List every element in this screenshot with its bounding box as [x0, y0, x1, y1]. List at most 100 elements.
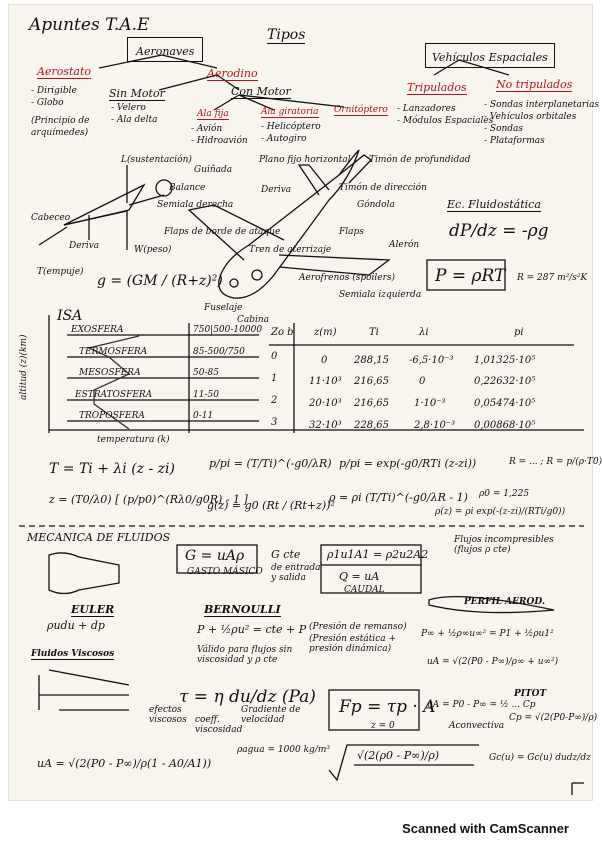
aleron-label: Alerón	[389, 240, 420, 250]
sin-motor-list: - Velero - Ala delta	[111, 102, 157, 126]
sin-motor-item: - Ala delta	[111, 115, 158, 125]
no-tripulados-item: - Plataformas	[484, 136, 545, 146]
tripulados-item: - Lanzadores	[397, 104, 456, 114]
aeronaves-box: Aeronaves	[127, 37, 204, 62]
caudal-label: CAUDAL	[344, 585, 385, 595]
cabina-label: Cabina	[237, 315, 270, 325]
vehiculos-label: Vehículos Espaciales	[432, 51, 548, 64]
ua-eq: uA = √(2(P0 - P∞)/ρ∞ + u∞²)	[427, 657, 559, 667]
g-formula: g(z) = g0 (Rt / (Rt+z))²	[207, 499, 335, 512]
pressure-ratio-formula: p/pi = (T/Ti)^(-g0/λR)	[209, 457, 332, 470]
no-tripulados-item: - Sondas	[484, 124, 524, 134]
no-tripulados-heading: No tripulados	[496, 78, 573, 92]
presion-remanso: (Presión de remanso)	[309, 622, 407, 632]
table-cell: 0	[271, 351, 278, 362]
timon-profundidad-label: Timón de profundidad	[369, 155, 471, 165]
tripulados-item: - Módulos Espaciales	[397, 116, 494, 126]
table-cell: 1·10⁻³	[414, 398, 446, 409]
bernoulli-eq: P + ½ρu² = cte + P	[197, 623, 307, 636]
cp-val: Cp = √(2(P0-P∞)/ρ)	[509, 713, 598, 723]
fp-z0: z = 0	[371, 721, 395, 731]
tipos-heading: Tipos	[267, 27, 306, 44]
aerostato-heading: Aerostato	[37, 65, 92, 79]
g-cte: G cte	[271, 548, 301, 561]
ornitoptero-heading: Ornitóptero	[334, 105, 388, 116]
viscosos-heading: Fluidos Viscosos	[31, 649, 115, 660]
g-cte-sub: de entrada y salida	[271, 563, 321, 583]
empuje-label: T(empuje)	[37, 267, 84, 277]
isa-title: ISA	[57, 308, 83, 324]
z-formula: z = (T0/λ0) [ (p/p0)^(Rλ0/g0R) - 1 ]	[49, 493, 248, 506]
table-cell: 1	[271, 373, 278, 384]
table-cell: -6,5·10⁻³	[409, 355, 454, 366]
table-cell: 0	[419, 376, 426, 387]
fluidostatica-title: Ec. Fluidostática	[447, 198, 541, 212]
r-value: R = 287 m²/s²K	[517, 273, 588, 283]
table-cell: 216,65	[354, 398, 389, 409]
aerostato-item: (Principio de	[31, 116, 90, 126]
tau-eq: τ = η du/dz (Pa)	[179, 687, 316, 707]
pagua-value: ρagua = 1000 kg/m³	[237, 745, 330, 755]
isa-layer-name: TERMOSFERA	[79, 347, 148, 357]
bernoulli-heading: BERNOULLI	[204, 603, 281, 617]
isa-layer-range: 50-85	[193, 368, 219, 378]
con-motor-heading: Con Motor	[231, 85, 291, 99]
isa-layer-name: MESOSFERA	[79, 368, 141, 378]
scanner-footer: Scanned with CamScanner	[402, 821, 569, 836]
isa-layer-name: TROPOSFERA	[79, 411, 145, 421]
mecanica-title: MECANICA DE FLUIDOS	[27, 531, 171, 544]
isa-layer-range: 750|500-10000	[193, 325, 263, 335]
table-cell: 228,65	[354, 420, 389, 431]
ala-fija-list: - Avión - Hidroavión	[191, 123, 248, 147]
isa-ylabel: altitud (z)(km)	[19, 334, 29, 400]
flaps-label: Flaps	[339, 227, 364, 237]
gravity-formula: g = (GM / (R+z)²)	[97, 273, 223, 289]
table-cell: 1,01325·10⁵	[474, 355, 536, 366]
table-cell: 216,65	[354, 376, 389, 387]
table-cell: 0,00868·10⁵	[474, 420, 536, 431]
caudal-eq: Q = uA	[339, 570, 380, 583]
ala-fija-heading: Ala fija	[197, 109, 229, 120]
table-cell: 32·10³	[309, 420, 342, 431]
vehiculos-box: Vehículos Espaciales	[425, 43, 555, 68]
page-title: Apuntes T.A.E	[29, 15, 150, 35]
isa-layer-name: ESTRATOSFERA	[75, 390, 153, 400]
notes-sketch-lines	[19, 54, 584, 795]
perfil-label: PERFIL AEROD.	[464, 597, 545, 607]
table-cell: 2,8·10⁻³	[414, 420, 456, 431]
sustentacion-label: L(sustentación)	[121, 155, 192, 165]
presiones-note: (Presión estática + presión dinámica)	[309, 634, 396, 654]
plano-fijo-label: Plano fijo horizontal	[259, 155, 351, 165]
table-cell: 0,05474·10⁵	[474, 398, 536, 409]
tripulados-heading: Tripulados	[407, 81, 467, 95]
ala-giratoria-item: - Helicóptero	[261, 122, 321, 132]
fp-eq: Fp = τp · A	[339, 697, 436, 717]
aerofrenos-label: Aerofrenos (spoilers)	[299, 273, 396, 283]
table-cell: 288,15	[354, 355, 389, 366]
guinada-label: Guiñada	[194, 165, 233, 175]
no-tripulados-item: - Vehículos orbitales	[484, 112, 577, 122]
temp-formula: T = Ti + λi (z - zi)	[49, 461, 175, 477]
no-tripulados-item: - Sondas interplanetarias	[484, 100, 600, 110]
table-header: Ti	[369, 327, 379, 338]
bernoulli-note: Válido para flujos sin viscosidad y ρ ct…	[197, 645, 293, 665]
aeronaves-label: Aeronaves	[136, 45, 195, 58]
aerostato-item: - Dirigible	[31, 86, 77, 96]
table-cell: 20·10³	[309, 398, 342, 409]
isa-layer-name: EXOSFERA	[71, 325, 124, 335]
ala-giratoria-list: - Helicóptero - Autogiro	[261, 121, 321, 145]
fuselaje-label: Fuselaje	[204, 303, 243, 313]
gasto-formula: G = uAρ	[185, 548, 245, 564]
timon-direccion-label: Timón de dirección	[339, 183, 427, 193]
ala-giratoria-item: - Autogiro	[261, 134, 307, 144]
ala-giratoria-heading: Ala giratoria	[261, 107, 319, 118]
isa-xlabel: temperatura (k)	[97, 435, 170, 445]
fluidostatica-eq: dP/dz = -ρg	[449, 221, 549, 241]
aerodino-heading: Aerodino	[207, 67, 258, 81]
gondola-label: Góndola	[357, 200, 395, 210]
r-side-formula: R = ... ; R = p/(ρ·T0)	[509, 457, 602, 467]
deriva-force-label: Deriva	[69, 241, 100, 251]
peso-label: W(peso)	[134, 245, 172, 255]
rho-formula: ρ = ρi (T/Ti)^(-g0/λR - 1)	[329, 491, 468, 504]
tren-label: Tren de aterrizaje	[249, 245, 332, 255]
